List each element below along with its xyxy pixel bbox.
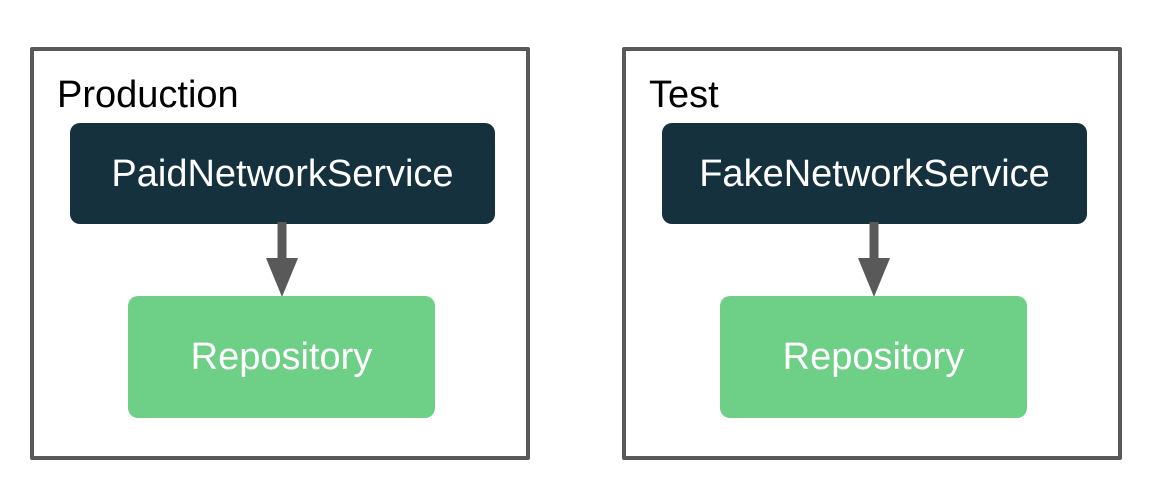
service-node-label: FakeNetworkService (699, 152, 1050, 195)
panel-title-production: Production (57, 74, 239, 116)
repository-node-label: Repository (782, 336, 965, 378)
production-panel: Production PaidNetworkService Repository (30, 47, 530, 460)
test-panel: Test FakeNetworkService Repository (622, 47, 1122, 460)
down-arrow-icon (858, 222, 890, 297)
repository-node-test: Repository (720, 296, 1027, 418)
service-node-test: FakeNetworkService (662, 123, 1087, 224)
service-node-label: PaidNetworkService (111, 152, 454, 195)
service-node-production: PaidNetworkService (70, 123, 495, 224)
repository-node-production: Repository (128, 296, 435, 418)
panel-title-test: Test (649, 74, 719, 116)
repository-node-label: Repository (190, 336, 373, 378)
down-arrow-icon (266, 222, 298, 297)
